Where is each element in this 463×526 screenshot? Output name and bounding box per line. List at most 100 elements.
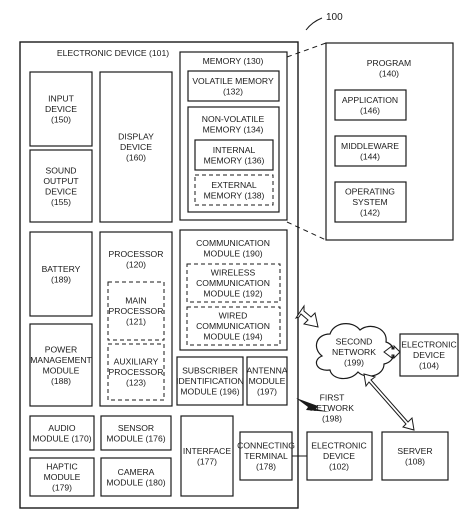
memory-title: MEMORY (130) (203, 56, 264, 66)
middleware-label: MIDDLEWARE(144) (341, 141, 399, 162)
label-line: (108) (405, 456, 425, 466)
label-line: MEMORY (136) (204, 155, 265, 165)
label-line: INTERNAL (213, 145, 256, 155)
label-line: (121) (126, 317, 146, 327)
antenna-module (246, 356, 288, 406)
label-line: SENSOR (118, 423, 154, 433)
external-memory (194, 174, 274, 206)
label-line: PROCESSOR (109, 306, 164, 316)
label-line: NETWORK (310, 403, 354, 413)
label-line: DEVICE (120, 142, 152, 152)
label-line: COMMUNICATION (196, 321, 270, 331)
label-line: CONNECTING (237, 441, 295, 451)
label-line: (120) (126, 259, 146, 269)
label-line: (178) (256, 462, 276, 472)
label-line: DEVICE (323, 451, 355, 461)
label-line: NON-VOLATILE (202, 114, 265, 124)
label-line: ELECTRONIC (311, 441, 366, 451)
label-line: (142) (360, 208, 380, 218)
electronic-device-title: ELECTRONIC DEVICE (101) (57, 48, 169, 58)
label-line: MODULE (44, 472, 81, 482)
label-line: MODULE (170) (32, 433, 91, 443)
label-line: (199) (344, 358, 364, 368)
label-line: FIRST (320, 393, 346, 403)
label-line: MODULE (180) (106, 477, 165, 487)
label-line: WIRED (219, 311, 248, 321)
interface (180, 415, 234, 497)
electronic-device-104 (399, 333, 459, 377)
label-line: BATTERY (42, 264, 81, 274)
sensor-module (100, 415, 172, 451)
server-108 (381, 431, 449, 481)
label-line: MODULE (190) (203, 248, 262, 258)
electronic-device-102 (306, 431, 373, 481)
label-line: SUBSCRIBER (182, 366, 238, 376)
battery-label: BATTERY(189) (42, 264, 81, 285)
label-line: (102) (329, 462, 349, 472)
processor-title: PROCESSOR(120) (109, 249, 164, 270)
haptic-module (29, 457, 95, 497)
label-line: (179) (52, 483, 72, 493)
power-management-module (29, 323, 93, 407)
label-line: SERVER (397, 446, 432, 456)
electronic-device-101 (19, 41, 299, 509)
label-line: SOUND (45, 165, 76, 175)
input-device (29, 71, 93, 147)
label-line: CAMERA (118, 467, 155, 477)
label-line: (146) (360, 105, 380, 115)
label-line: HAPTIC (46, 462, 78, 472)
label-line: (150) (51, 115, 71, 125)
label-line: (123) (126, 378, 146, 388)
label-line: INPUT (48, 94, 75, 104)
label-line: PROCESSOR (109, 367, 164, 377)
label-line: NETWORK (332, 347, 376, 357)
wireless-communication-module (186, 263, 281, 303)
label-line: WIRELESS (211, 268, 256, 278)
label-line: EXTERNAL (211, 180, 257, 190)
label-line: MANAGEMENT (30, 355, 92, 365)
label-line: (132) (223, 86, 243, 96)
first-network-bolt-icon (296, 398, 330, 412)
label-line: MEMORY (134) (203, 124, 264, 134)
label-line: MODULE (43, 365, 80, 375)
label-line: TERMINAL (244, 451, 288, 461)
sound-output-device (29, 149, 93, 223)
volatile-memory (187, 70, 280, 102)
label-line: COMMUNICATION (196, 278, 270, 288)
label-line: DEVICE (413, 350, 445, 360)
label-line: COMMUNICATION (196, 238, 270, 248)
camera-module (100, 457, 172, 497)
label-line: MODULE (194) (203, 332, 262, 342)
interface-label: INTERFACE(177) (183, 446, 231, 467)
label-line: (160) (126, 153, 146, 163)
label-line: VOLATILE MEMORY (192, 76, 274, 86)
comm-to-second-network-arrow (294, 304, 319, 328)
label-line: OPERATING (345, 187, 395, 197)
label-line: (140) (379, 68, 399, 78)
label-line: DEVICE (45, 186, 77, 196)
label-line: MODULE (192) (203, 289, 262, 299)
label-line: MEMORY (138) (204, 190, 265, 200)
application-label: APPLICATION(146) (342, 95, 398, 116)
label-line: (144) (360, 151, 380, 161)
audio-module (29, 415, 95, 451)
volatile-memory-label: VOLATILE MEMORY(132) (192, 76, 274, 97)
